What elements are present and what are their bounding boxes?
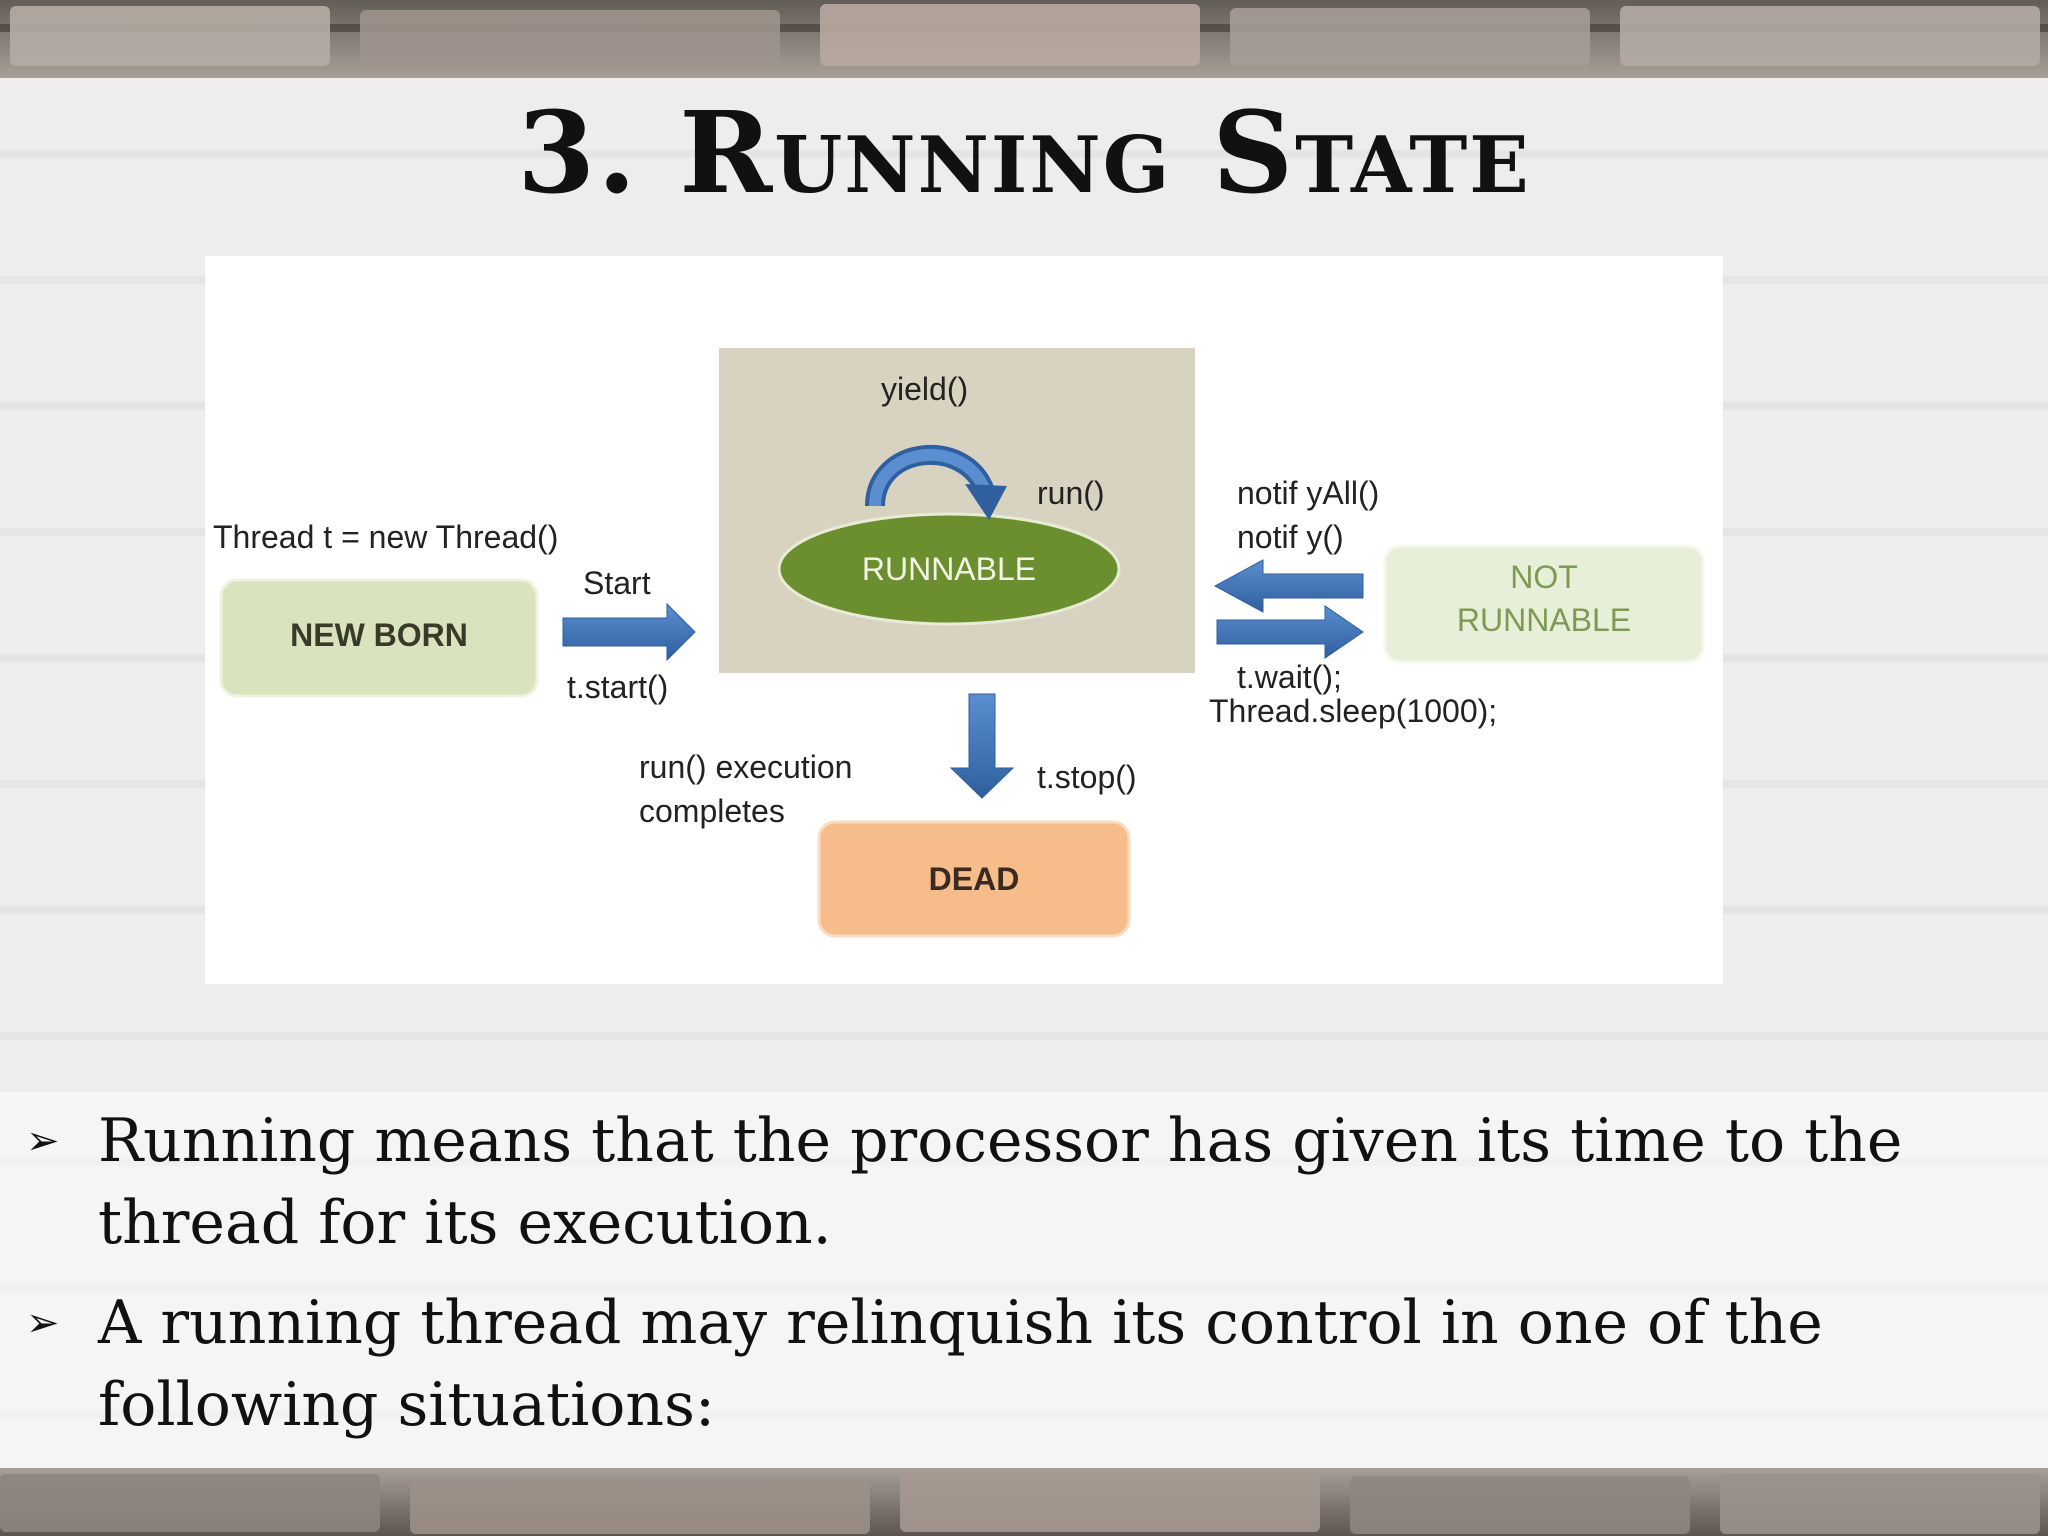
yield-loop-arrow-inner	[869, 448, 991, 507]
not-runnable-label-line2: RUNNABLE	[1456, 602, 1632, 639]
not-runnable-label-line1: NOT	[1510, 559, 1578, 595]
dead-label: DEAD	[928, 861, 1020, 897]
t-stop-label: t.stop()	[1037, 759, 1137, 795]
stone-brick	[410, 1478, 870, 1534]
thread-state-diagram: NEW BORN RUNNABLE NOT RUNNABLE DEAD yiel…	[205, 256, 1723, 984]
wait-arrow	[1216, 605, 1364, 659]
run-exec-label-line1: run() execution	[639, 749, 853, 785]
stone-brick	[820, 4, 1200, 66]
not-runnable-label: NOT RUNNABLE	[1385, 556, 1703, 642]
stop-arrow	[949, 693, 1015, 799]
bullet-item: ➢ Running means that the processor has g…	[0, 1100, 2048, 1264]
notify-arrow	[1213, 559, 1364, 613]
stone-brick	[900, 1472, 1320, 1532]
bullet-text: Running means that the processor has giv…	[98, 1106, 1903, 1258]
start-label: Start	[583, 565, 651, 601]
newborn-state	[219, 578, 539, 698]
stone-brick	[1720, 1474, 2040, 1534]
slide-backdrop-lower	[0, 1092, 2048, 1468]
notify-all-label: notif yAll()	[1237, 475, 1380, 511]
stone-brick	[1620, 6, 2040, 66]
sleep-label: Thread.sleep(1000);	[1209, 693, 1498, 729]
bullet-arrow-icon: ➢	[26, 1118, 60, 1164]
slide-title: 3. Running State	[517, 88, 1531, 219]
t-start-label: t.start()	[567, 669, 669, 705]
newborn-label: NEW BORN	[290, 617, 468, 653]
yield-label: yield()	[881, 371, 969, 407]
stone-brick	[360, 10, 780, 66]
yield-loop-arrowhead	[965, 484, 1007, 520]
stone-brick	[1350, 1476, 1690, 1534]
bullet-list: ➢ Running means that the processor has g…	[0, 1100, 2048, 1464]
run-exec-label-line2: completes	[639, 793, 785, 829]
stone-brick	[0, 1474, 380, 1532]
thread-new-label: Thread t = new Thread()	[213, 519, 559, 555]
start-arrow	[562, 602, 696, 662]
runnable-state	[777, 512, 1121, 626]
not-runnable-state	[1383, 544, 1705, 664]
notify-label: notif y()	[1237, 519, 1344, 555]
runnable-label: RUNNABLE	[861, 551, 1037, 587]
diagram-graphics	[219, 348, 1705, 938]
bullet-item: ➢ A running thread may relinquish its co…	[0, 1282, 2048, 1446]
dead-state	[817, 820, 1131, 938]
stone-brick	[10, 6, 330, 66]
stone-brick	[1230, 8, 1590, 66]
bullet-arrow-icon: ➢	[26, 1300, 60, 1346]
run-label: run()	[1037, 475, 1105, 511]
bullet-text: A running thread may relinquish its cont…	[98, 1288, 1823, 1440]
wait-label: t.wait();	[1237, 659, 1342, 695]
